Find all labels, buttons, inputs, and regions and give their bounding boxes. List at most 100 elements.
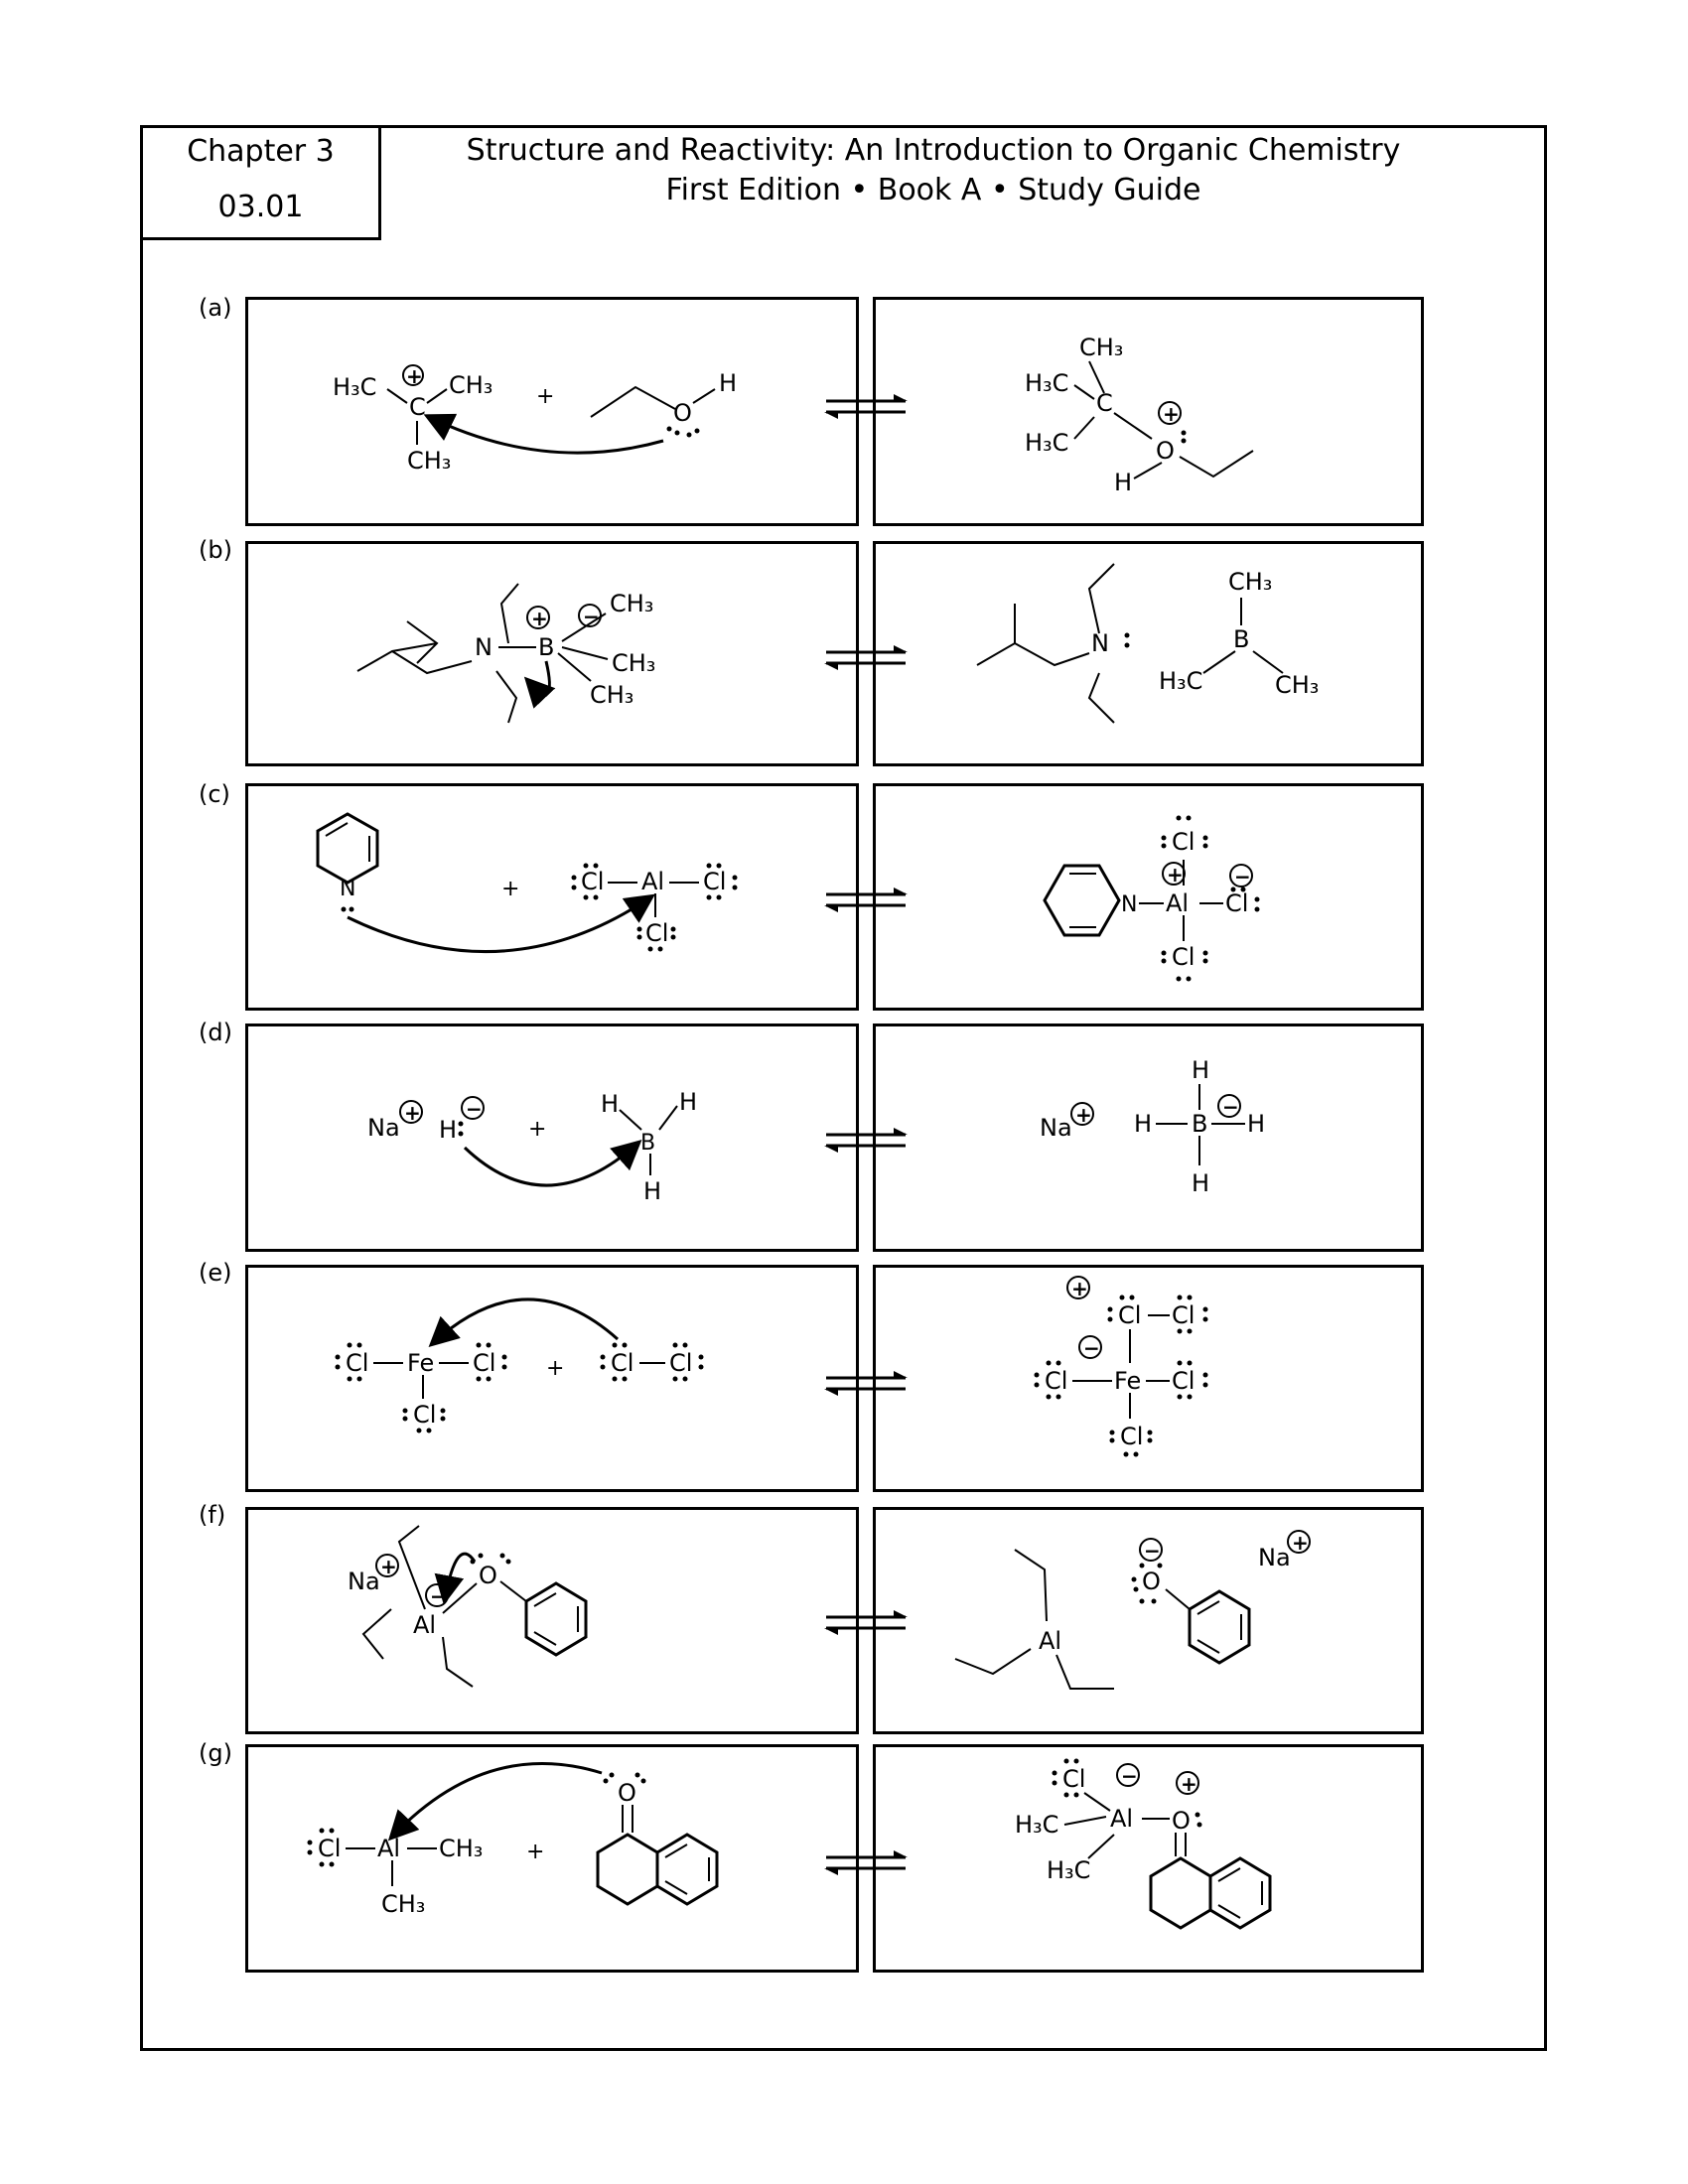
- charge-plus: +: [380, 1555, 397, 1578]
- plus-charge-icon: [1070, 1102, 1094, 1126]
- plus-charge-icon: [1158, 401, 1182, 425]
- curved-arrow-icon: [428, 1297, 619, 1348]
- atom-fe: Fe: [407, 1349, 434, 1377]
- plus-charge-icon: [402, 364, 424, 386]
- atom-ch3: CH₃: [381, 1890, 425, 1918]
- reactant-structure-f: Na + Al − O: [348, 1525, 588, 1688]
- reactant-structure-a: H₃C C CH₃ CH₃ + + O H: [333, 364, 737, 475]
- atom-ch3: CH₃: [612, 649, 655, 677]
- charge-plus: +: [1163, 402, 1180, 426]
- charge-plus: +: [404, 1101, 421, 1125]
- curved-arrow-icon: [387, 1762, 603, 1842]
- cyclohexanone-ring: [596, 1833, 659, 1906]
- book-subtitle: First Edition • Book A • Study Guide: [665, 173, 1201, 207]
- atom-h: H: [1192, 1169, 1209, 1197]
- row-label-b: (b): [199, 536, 232, 564]
- atom-na: Na: [1258, 1544, 1291, 1571]
- minus-charge-icon: [1139, 1538, 1163, 1562]
- charge-plus: +: [1181, 1772, 1197, 1796]
- plus-sign: +: [526, 1840, 544, 1864]
- curved-arrow-icon: [347, 893, 655, 953]
- row-label-d: (d): [199, 1019, 232, 1046]
- equilibrium-arrow-icon: [824, 1610, 908, 1635]
- row-label-a: (a): [199, 294, 232, 322]
- atom-c: C: [1096, 389, 1113, 417]
- atom-ch3: CH₃: [1275, 671, 1319, 699]
- plus-charge-icon: [1176, 1771, 1199, 1795]
- reactant-panel-c: N + Cl Al Cl Cl: [245, 783, 859, 1011]
- atom-cl: Cl: [346, 1349, 368, 1377]
- chapter-box: Chapter 3 03.01: [140, 125, 381, 240]
- minus-charge-icon: [1229, 864, 1253, 887]
- atom-cl: Cl: [669, 1349, 692, 1377]
- product-structure-d: Na + H H B − H H: [1040, 1056, 1265, 1197]
- atom-ch3: CH₃: [1228, 568, 1272, 596]
- atom-cl: Cl: [1045, 1367, 1067, 1395]
- curved-arrow-icon: [523, 660, 556, 709]
- atom-h: H: [1114, 469, 1132, 496]
- plus-sign: +: [528, 1117, 546, 1142]
- reactant-structure-g: Cl Al CH₃ CH₃ + O: [307, 1762, 719, 1918]
- reactant-panel-d: Na + H − + H H B H: [245, 1024, 859, 1252]
- atom-b: B: [640, 1131, 655, 1156]
- row-label-f: (f): [199, 1501, 226, 1529]
- atom-b: B: [1233, 625, 1249, 653]
- atom-h: H: [643, 1177, 661, 1205]
- plus-charge-icon: [1066, 1276, 1090, 1299]
- atom-h: H: [601, 1090, 619, 1118]
- plus-charge-icon: [399, 1100, 423, 1124]
- charge-minus: −: [1234, 865, 1251, 888]
- atom-o: O: [618, 1779, 636, 1807]
- atom-o: O: [1156, 437, 1175, 465]
- atom-h3c: H₃C: [1159, 667, 1202, 695]
- product-panel-f: Al − O Na +: [873, 1507, 1424, 1734]
- product-panel-b: N CH₃ B H₃C CH₃: [873, 541, 1424, 766]
- charge-minus: −: [1121, 1764, 1138, 1788]
- atom-h3c: H₃C: [1015, 1811, 1058, 1839]
- atom-cl: Cl: [1120, 1423, 1143, 1450]
- plus-charge-icon: [526, 606, 550, 629]
- atom-b: B: [538, 633, 554, 661]
- product-structure-g: Cl − H₃C Al H₃C + O: [1015, 1758, 1272, 1930]
- atom-b: B: [1192, 1110, 1207, 1138]
- atom-h: H: [1134, 1110, 1152, 1138]
- book-title: Structure and Reactivity: An Introductio…: [466, 133, 1401, 168]
- atom-cl: Cl: [413, 1401, 436, 1429]
- atom-cl: Cl: [1172, 1367, 1195, 1395]
- atom-al: Al: [413, 1611, 436, 1639]
- atom-h: H: [719, 369, 737, 397]
- reactant-panel-b: N + B − CH₃ CH₃ CH₃: [245, 541, 859, 766]
- equilibrium-arrow-icon: [824, 887, 908, 912]
- equilibrium-arrow-icon: [824, 394, 908, 419]
- atom-o: O: [1142, 1568, 1161, 1595]
- atom-ch3: CH₃: [449, 371, 492, 399]
- benzo-ring: [1208, 1856, 1272, 1930]
- atom-al: Al: [377, 1835, 400, 1862]
- atom-na: Na: [1040, 1114, 1072, 1142]
- atom-cl: Cl: [703, 868, 726, 895]
- reactant-panel-g: Cl Al CH₃ CH₃ + O: [245, 1744, 859, 1973]
- product-structure-b: N CH₃ B H₃C CH₃: [976, 563, 1319, 724]
- benzo-ring: [655, 1833, 719, 1906]
- curved-arrow-icon: [423, 413, 664, 455]
- atom-cl: Cl: [1172, 828, 1195, 856]
- atom-o: O: [673, 399, 692, 427]
- minus-charge-icon: [461, 1096, 485, 1120]
- product-structure-c: N + Al − Cl Cl Cl: [1043, 815, 1260, 982]
- atom-cl: Cl: [1225, 889, 1248, 917]
- atom-al: Al: [641, 868, 664, 895]
- atom-n: N: [1091, 629, 1109, 657]
- reactant-structure-c: N + Cl Al Cl Cl: [316, 812, 738, 953]
- curved-arrow-icon: [463, 1140, 642, 1187]
- plus-sign: +: [536, 384, 554, 409]
- plus-charge-icon: [1287, 1530, 1311, 1554]
- charge-plus: +: [531, 607, 548, 630]
- product-structure-f: Al − O Na +: [954, 1530, 1311, 1690]
- product-structure-e: + Cl Cl − Cl Fe Cl Cl: [1034, 1276, 1208, 1457]
- charge-plus: +: [1167, 863, 1184, 887]
- atom-n: N: [1121, 892, 1137, 917]
- pyridine-ring: [316, 812, 379, 885]
- charge-plus: +: [1292, 1531, 1309, 1555]
- reactant-structure-b: N + B − CH₃ CH₃ CH₃: [356, 583, 655, 724]
- reactant-panel-a: H₃C C CH₃ CH₃ + + O H: [245, 297, 859, 526]
